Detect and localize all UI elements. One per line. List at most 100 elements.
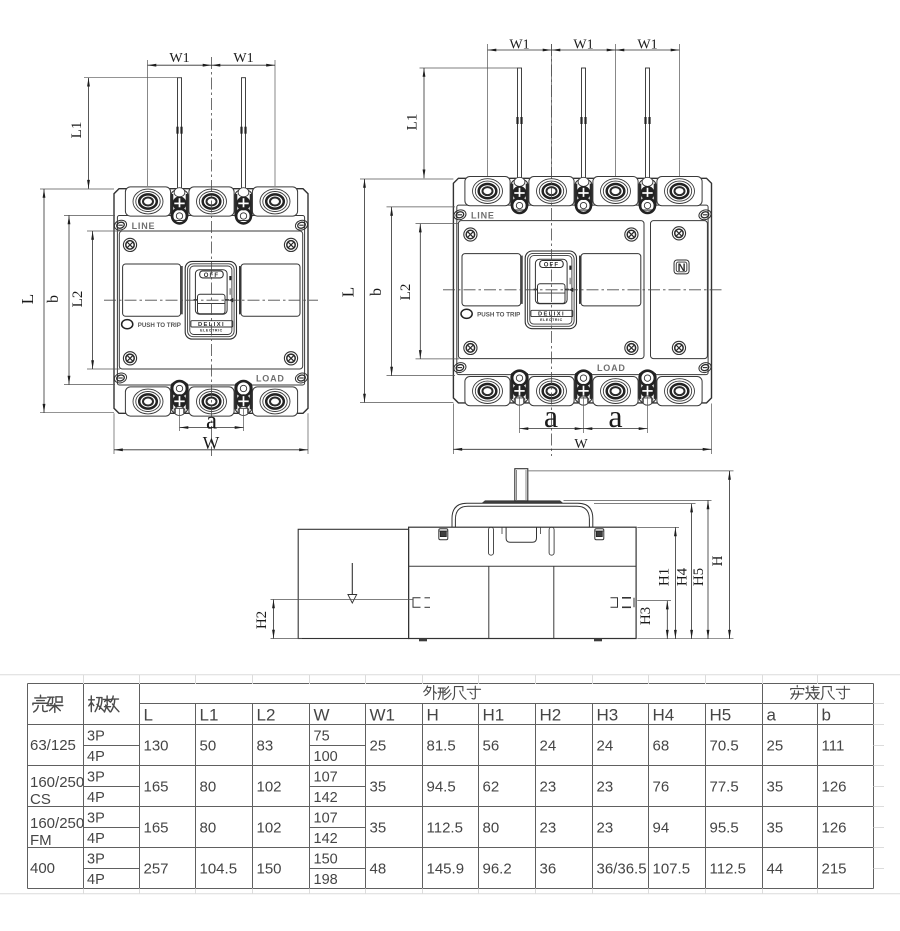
- svg-text:198: 198: [314, 872, 338, 888]
- svg-text:68: 68: [653, 737, 670, 754]
- svg-text:112.5: 112.5: [427, 819, 463, 836]
- svg-text:44: 44: [767, 860, 784, 877]
- svg-text:94.5: 94.5: [427, 778, 456, 795]
- svg-text:150: 150: [314, 852, 338, 868]
- svg-text:DELIXI: DELIXI: [198, 322, 225, 328]
- svg-text:142: 142: [314, 790, 338, 806]
- svg-text:56: 56: [483, 737, 500, 754]
- svg-text:104.5: 104.5: [200, 860, 238, 877]
- svg-text:4P: 4P: [87, 831, 105, 847]
- svg-text:63/125: 63/125: [30, 737, 76, 754]
- svg-text:23: 23: [597, 819, 614, 836]
- svg-text:3P: 3P: [87, 729, 105, 745]
- svg-text:b: b: [45, 295, 62, 303]
- svg-text:W: W: [314, 706, 330, 725]
- svg-text:36/36.5: 36/36.5: [597, 860, 647, 877]
- svg-text:400: 400: [30, 860, 55, 877]
- svg-text:62: 62: [483, 778, 500, 795]
- svg-text:H2: H2: [540, 706, 562, 725]
- svg-text:77.5: 77.5: [710, 778, 739, 795]
- svg-text:23: 23: [540, 819, 557, 836]
- svg-text:LOAD: LOAD: [256, 374, 285, 384]
- svg-text:150: 150: [257, 860, 282, 877]
- svg-text:W: W: [574, 437, 588, 452]
- svg-text:PUSH TO TRIP: PUSH TO TRIP: [477, 311, 520, 318]
- svg-text:48: 48: [370, 860, 387, 877]
- svg-text:ELECTRIC: ELECTRIC: [540, 318, 563, 322]
- svg-text:126: 126: [822, 778, 847, 795]
- svg-text:a: a: [544, 398, 558, 434]
- svg-text:H5: H5: [710, 706, 732, 725]
- svg-text:b: b: [822, 706, 831, 725]
- svg-text:L2: L2: [70, 291, 86, 308]
- svg-text:H4: H4: [653, 706, 675, 725]
- svg-text:130: 130: [144, 737, 169, 754]
- svg-text:24: 24: [540, 737, 557, 754]
- svg-text:CS: CS: [30, 791, 51, 808]
- svg-text:102: 102: [257, 778, 282, 795]
- svg-text:L1: L1: [405, 114, 421, 131]
- svg-text:80: 80: [200, 819, 217, 836]
- svg-text:95.5: 95.5: [710, 819, 739, 836]
- svg-text:4P: 4P: [87, 749, 105, 765]
- svg-text:3P: 3P: [87, 852, 105, 868]
- svg-text:H: H: [710, 555, 726, 566]
- svg-text:4P: 4P: [87, 790, 105, 806]
- svg-text:3P: 3P: [87, 770, 105, 786]
- svg-text:76: 76: [653, 778, 670, 795]
- svg-text:a: a: [206, 408, 217, 435]
- svg-text:a: a: [767, 706, 777, 725]
- svg-text:23: 23: [597, 778, 614, 795]
- svg-text:145.9: 145.9: [427, 860, 465, 877]
- svg-text:4P: 4P: [87, 872, 105, 888]
- svg-text:H3: H3: [597, 706, 619, 725]
- svg-text:LOAD: LOAD: [597, 363, 626, 373]
- svg-text:126: 126: [822, 819, 847, 836]
- svg-text:W1: W1: [370, 706, 396, 725]
- svg-text:H3: H3: [638, 607, 654, 625]
- svg-text:H: H: [427, 706, 439, 725]
- svg-text:W1: W1: [169, 51, 189, 66]
- svg-text:L: L: [18, 294, 37, 304]
- svg-text:N: N: [678, 262, 686, 274]
- svg-text:35: 35: [767, 819, 784, 836]
- svg-text:L: L: [339, 287, 358, 297]
- svg-text:OFF: OFF: [544, 263, 560, 269]
- svg-text:165: 165: [144, 778, 169, 795]
- svg-text:23: 23: [540, 778, 557, 795]
- svg-text:35: 35: [370, 778, 387, 795]
- svg-text:215: 215: [822, 860, 847, 877]
- svg-text:L: L: [144, 706, 153, 725]
- svg-text:OFF: OFF: [204, 273, 220, 279]
- svg-text:257: 257: [144, 860, 169, 877]
- svg-text:H2: H2: [254, 611, 270, 629]
- svg-text:142: 142: [314, 831, 338, 847]
- svg-text:165: 165: [144, 819, 169, 836]
- svg-text:50: 50: [200, 737, 217, 754]
- svg-text:W1: W1: [509, 37, 529, 52]
- svg-text:ELECTRIC: ELECTRIC: [200, 329, 223, 333]
- svg-text:80: 80: [200, 778, 217, 795]
- svg-text:35: 35: [370, 819, 387, 836]
- svg-text:107.5: 107.5: [653, 860, 691, 877]
- svg-text:94: 94: [653, 819, 670, 836]
- svg-text:L1: L1: [69, 122, 85, 139]
- svg-text:H1: H1: [483, 706, 505, 725]
- svg-text:70.5: 70.5: [710, 737, 739, 754]
- svg-text:H1: H1: [657, 568, 673, 586]
- svg-text:L1: L1: [200, 706, 219, 725]
- svg-text:a: a: [608, 398, 622, 434]
- svg-text:b: b: [368, 288, 385, 296]
- svg-text:W1: W1: [573, 37, 593, 52]
- svg-text:3P: 3P: [87, 811, 105, 827]
- svg-text:160/250: 160/250: [30, 774, 84, 791]
- svg-text:H4: H4: [675, 567, 691, 586]
- svg-text:81.5: 81.5: [427, 737, 456, 754]
- svg-text:PUSH TO TRIP: PUSH TO TRIP: [138, 322, 181, 329]
- svg-text:96.2: 96.2: [483, 860, 512, 877]
- svg-text:83: 83: [257, 737, 274, 754]
- svg-text:160/250: 160/250: [30, 815, 84, 832]
- svg-text:102: 102: [257, 819, 282, 836]
- svg-text:111: 111: [822, 737, 845, 754]
- svg-text:FM: FM: [30, 832, 52, 849]
